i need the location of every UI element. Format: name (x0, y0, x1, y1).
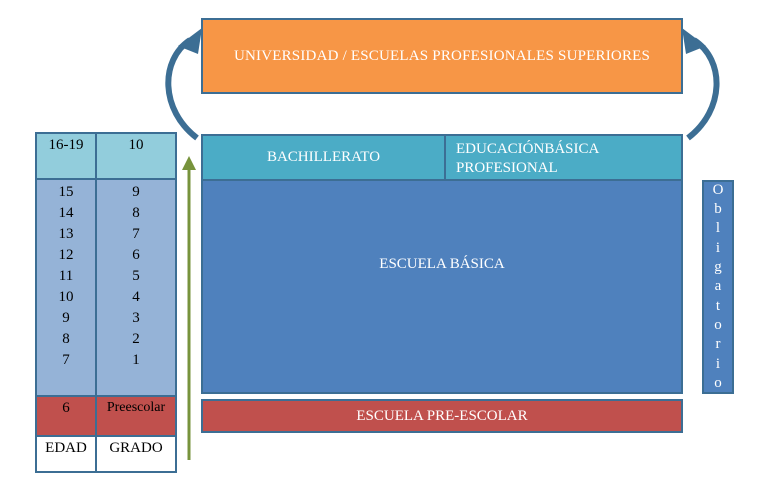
edad-item: 11 (58, 268, 74, 284)
obligatorio-letter: r (715, 336, 721, 353)
obligatorio-letter: i (715, 239, 721, 256)
obligatorio-letter: b (714, 201, 722, 218)
universidad-label: UNIVERSIDAD / ESCUELAS PROFESIONALES SUP… (233, 47, 651, 64)
obligatorio-letter: o (714, 316, 722, 333)
grado-item: 1 (132, 352, 140, 368)
escuela-basica-label: ESCUELA BÁSICA (379, 256, 505, 272)
edad-header-cell: EDAD (35, 435, 97, 473)
right-curved-arrow (686, 37, 720, 141)
right-arrow-head (682, 28, 706, 54)
edad-header: EDAD (45, 440, 87, 456)
edad-top-cell: 16-19 (35, 132, 97, 180)
ebp-label-line1: EDUCACIÓNBÁSICA (456, 141, 600, 157)
edad-list: 15 14 13 12 11 10 9 8 7 (35, 178, 97, 397)
grado-item: 8 (132, 205, 140, 221)
grado-preescolar-cell: Preescolar (95, 395, 177, 437)
obligatorio-letter: l (715, 220, 721, 237)
obligatorio-letter: i (715, 355, 721, 372)
grado-item: 9 (132, 184, 140, 200)
grado-top-value: 10 (128, 137, 144, 153)
edad-item: 9 (62, 310, 70, 326)
escuela-preescolar-label: ESCUELA PRE-ESCOLAR (356, 407, 528, 424)
edad-item: 15 (58, 184, 74, 200)
grado-item: 2 (132, 331, 140, 347)
bachillerato-label: BACHILLERATO (266, 149, 381, 165)
grado-preescolar-value: Preescolar (106, 400, 166, 415)
edad-item: 10 (58, 289, 74, 305)
universidad-box: UNIVERSIDAD / ESCUELAS PROFESIONALES SUP… (201, 18, 683, 94)
obligatorio-letter: O (712, 181, 724, 198)
grado-list: 9 8 7 6 5 4 3 2 1 (95, 178, 177, 397)
obligatorio-box: O b l i g a t o r i o (702, 180, 734, 394)
grado-header: GRADO (109, 440, 163, 456)
escuela-preescolar-box: ESCUELA PRE-ESCOLAR (201, 399, 683, 433)
obligatorio-letter: t (715, 297, 721, 314)
edad-item: 12 (58, 247, 74, 263)
edad-top-value: 16-19 (48, 137, 84, 153)
green-arrow-head (182, 156, 196, 170)
obligatorio-letter: a (714, 278, 722, 295)
edad-item: 13 (58, 226, 74, 242)
edad-item: 7 (62, 352, 70, 368)
left-arrow-head (178, 28, 202, 54)
educacion-basica-profesional-box: EDUCACIÓNBÁSICA PROFESIONAL (444, 134, 683, 181)
grado-item: 3 (132, 310, 140, 326)
grado-item: 4 (132, 289, 140, 305)
grado-item: 5 (132, 268, 140, 284)
edad-item: 8 (62, 331, 70, 347)
grado-header-cell: GRADO (95, 435, 177, 473)
grado-top-cell: 10 (95, 132, 177, 180)
escuela-basica-box: ESCUELA BÁSICA (201, 179, 683, 394)
grado-item: 7 (132, 226, 140, 242)
edad-preescolar-cell: 6 (35, 395, 97, 437)
obligatorio-letter: g (714, 259, 722, 276)
edad-preescolar-value: 6 (62, 400, 70, 416)
obligatorio-letter: o (714, 374, 722, 391)
grado-item: 6 (132, 247, 140, 263)
ebp-label-line2: PROFESIONAL (456, 160, 558, 176)
bachillerato-box: BACHILLERATO (201, 134, 446, 181)
edad-item: 14 (58, 205, 74, 221)
left-curved-arrow (165, 37, 199, 141)
